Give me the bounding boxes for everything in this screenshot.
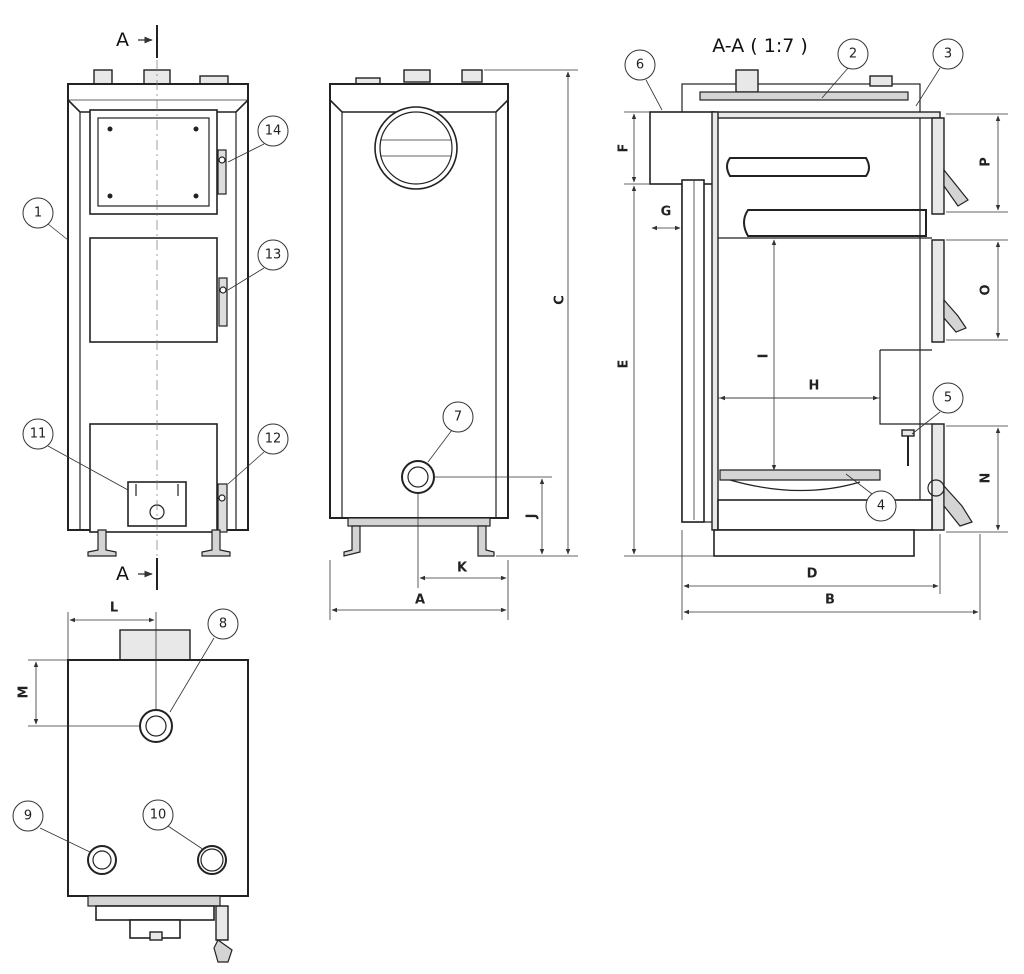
dim-label-a: A [415, 593, 425, 608]
dim-label-h: H [809, 379, 820, 394]
dim-label-d: D [807, 567, 818, 582]
dim-label-b: B [825, 593, 835, 608]
callout-6 [624, 49, 656, 81]
callout-13 [257, 239, 289, 271]
section-marker-top: A [116, 25, 158, 58]
section-marker-label: A [116, 563, 129, 585]
section-marker-label: A [116, 29, 129, 51]
callout-label-12: 12 [265, 432, 282, 447]
callouts: 1 2 3 4 5 6 7 8 9 10 [12, 38, 964, 853]
callout-label-8: 8 [219, 617, 227, 632]
dimension-labels: A B C D E F G H I J K L M N O P [17, 144, 994, 699]
callout-label-1: 1 [34, 206, 42, 221]
dim-label-p: P [979, 157, 994, 167]
dim-label-c: C [553, 295, 568, 305]
callout-2 [837, 38, 869, 70]
callout-5 [932, 382, 964, 414]
callout-10 [142, 799, 174, 831]
dim-label-m: M [17, 686, 32, 699]
callout-11 [22, 418, 54, 450]
callout-12 [257, 423, 289, 455]
callout-label-7: 7 [454, 410, 462, 425]
callout-label-9: 9 [24, 809, 32, 824]
front-view: A A [67, 25, 249, 590]
callout-label-13: 13 [265, 248, 282, 263]
callout-label-11: 11 [30, 427, 47, 442]
dim-label-e: E [617, 360, 632, 369]
callout-3 [932, 38, 964, 70]
dim-label-n: N [979, 473, 994, 484]
dim-label-k: K [457, 561, 468, 576]
dim-label-o: O [979, 284, 994, 295]
dim-label-j: J [525, 514, 540, 520]
callout-label-2: 2 [849, 47, 857, 62]
dim-label-i: I [757, 354, 772, 359]
callout-label-5: 5 [944, 391, 952, 406]
section-marker-bottom: A [116, 558, 158, 590]
callout-label-4: 4 [877, 499, 885, 514]
callout-4 [865, 490, 897, 522]
callout-label-14: 14 [265, 124, 282, 139]
callout-label-3: 3 [944, 47, 952, 62]
dim-label-f: F [617, 144, 632, 153]
side-view [329, 69, 509, 557]
dimension-lines [28, 69, 1008, 727]
callout-14 [257, 115, 289, 147]
dim-label-g: G [661, 205, 672, 220]
dim-label-l: L [110, 601, 118, 616]
top-view [67, 629, 249, 963]
callout-9 [12, 800, 44, 832]
callout-7 [442, 401, 474, 433]
callout-1 [22, 197, 54, 229]
section-view: A-A ( 1:7 ) [649, 35, 973, 557]
section-title: A-A ( 1:7 ) [712, 35, 808, 57]
callout-8 [207, 608, 239, 640]
callout-label-6: 6 [636, 58, 644, 73]
callout-label-10: 10 [150, 808, 167, 823]
